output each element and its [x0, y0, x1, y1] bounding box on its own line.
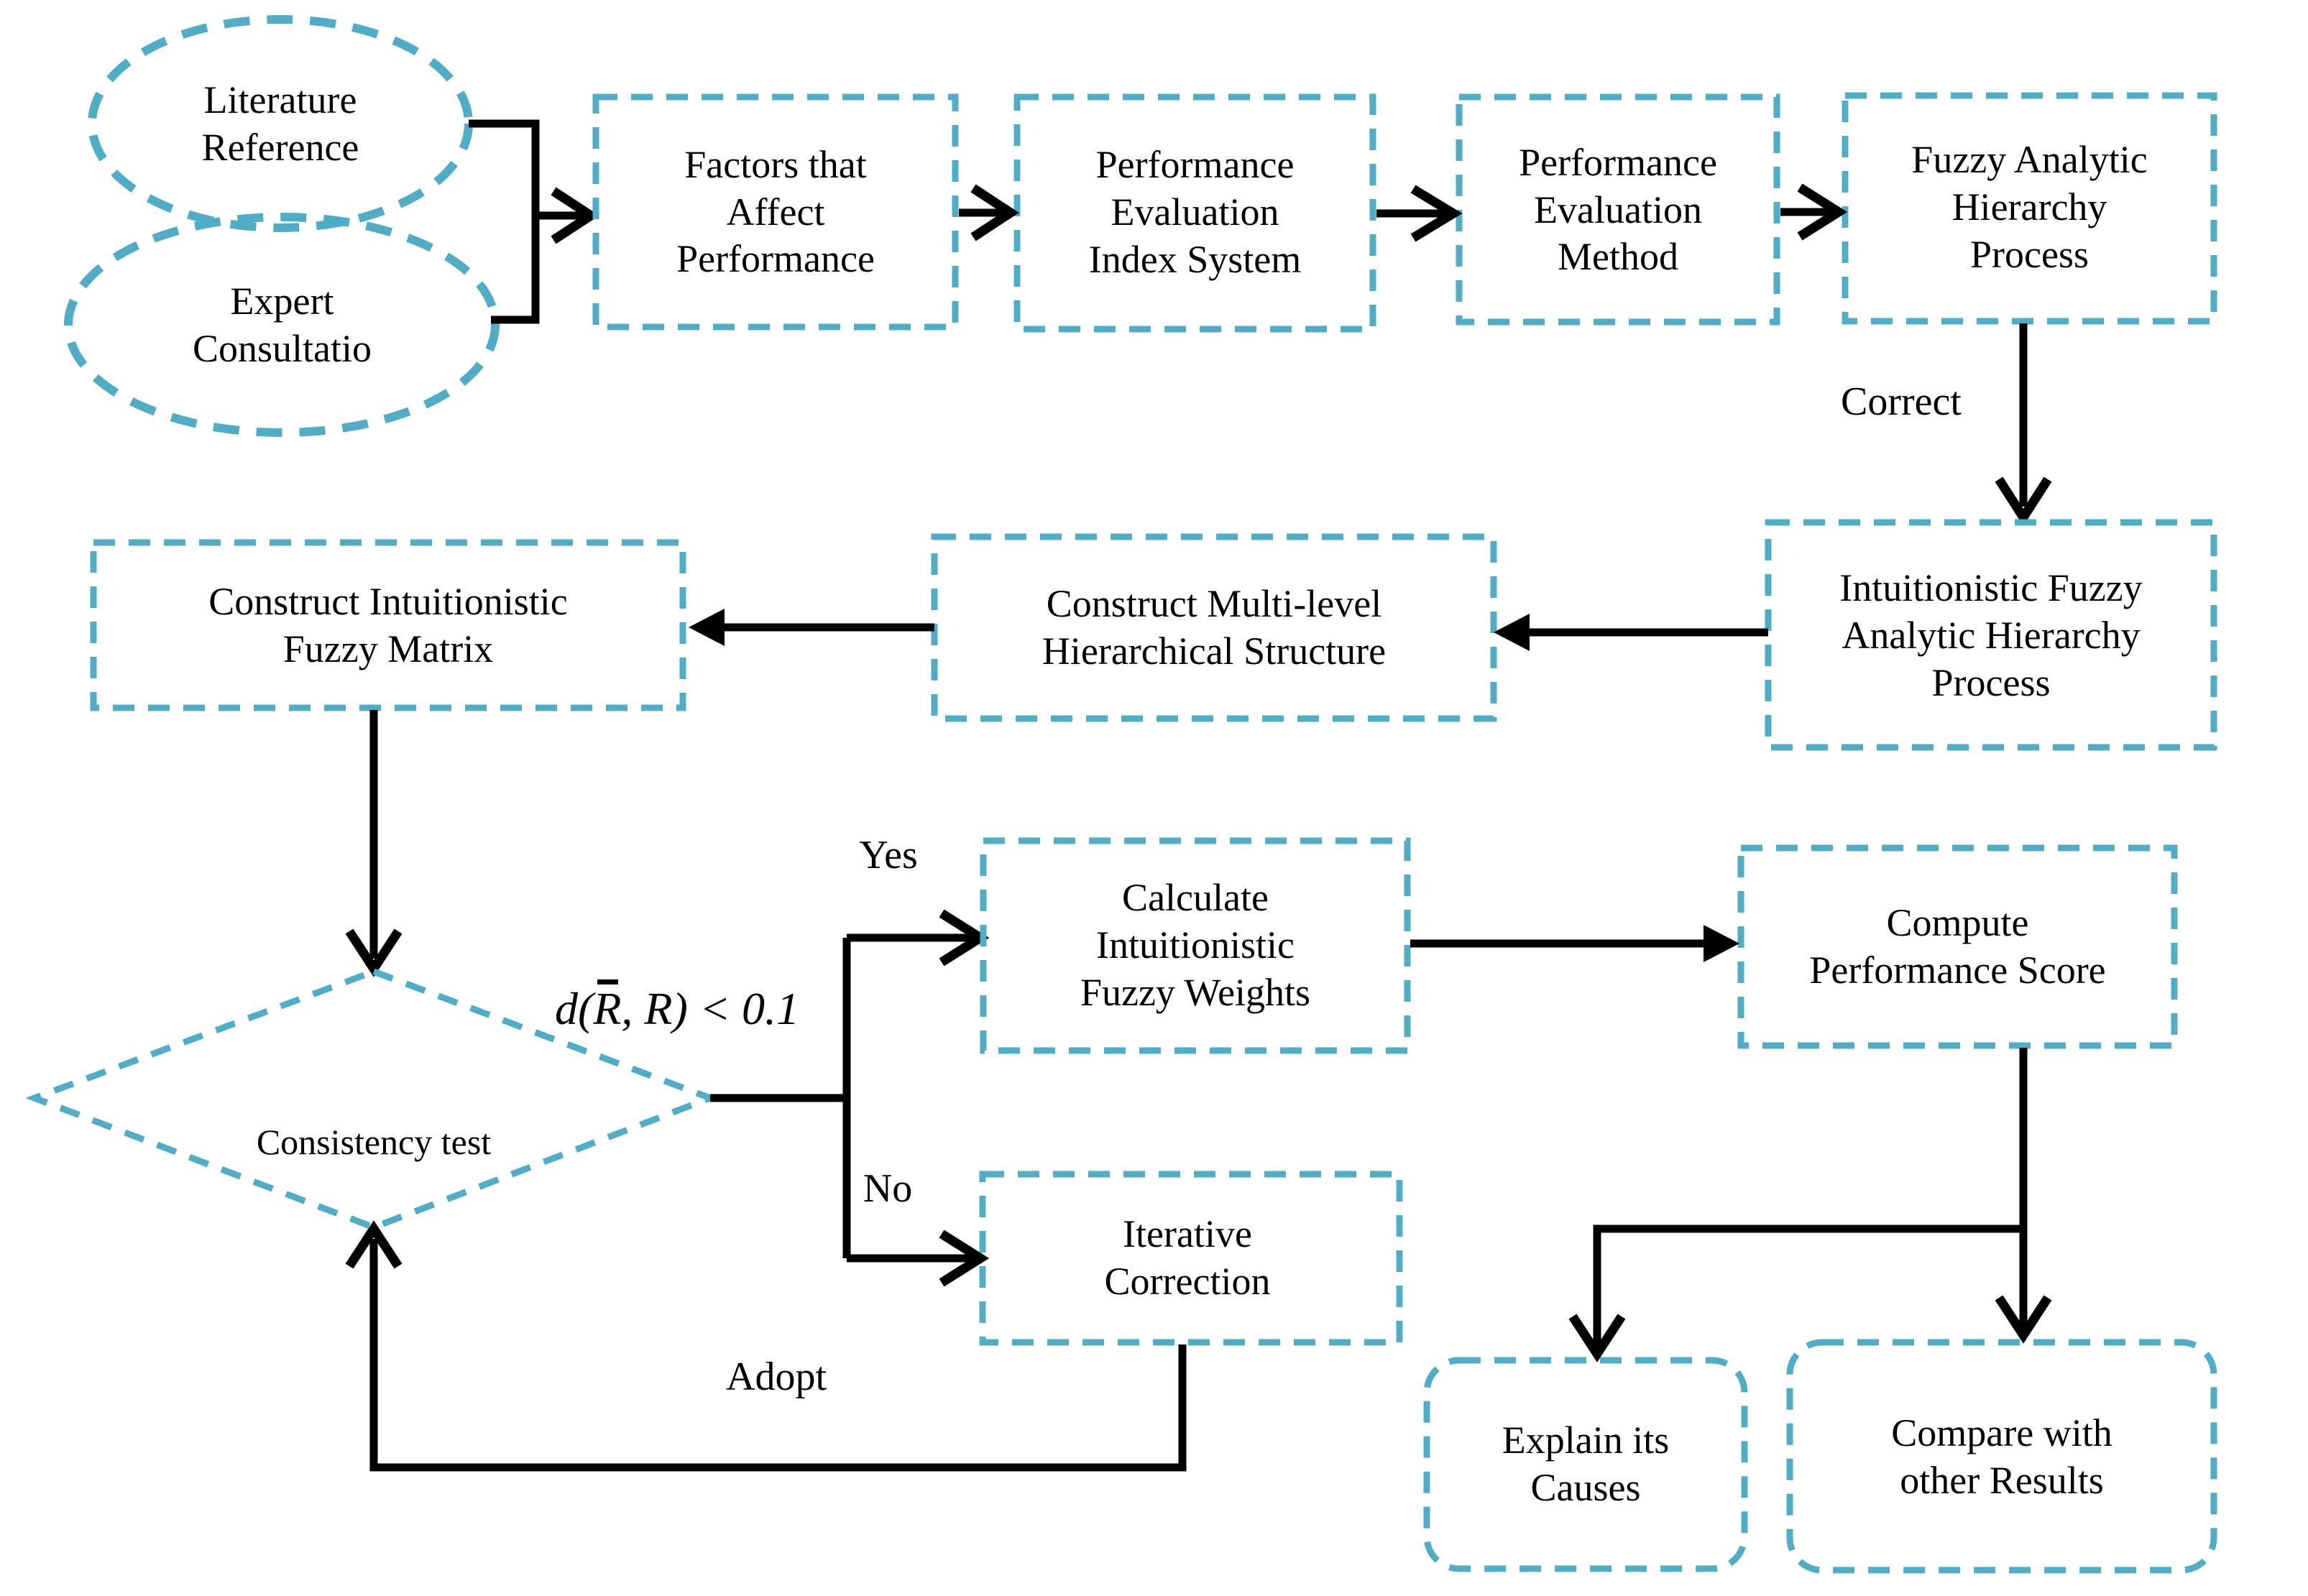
adopt-edge-label: Adopt — [726, 1354, 827, 1399]
literature-label: Literature Reference — [201, 78, 359, 169]
yes-edge-label: Yes — [859, 832, 918, 877]
no-edge-label: No — [863, 1166, 913, 1211]
sources-arrowhead-icon — [551, 187, 599, 244]
score-split-connector — [1593, 1048, 2028, 1348]
arrow-to-explain-head-icon — [1568, 1314, 1626, 1362]
arrow-multilevel-to-matrix-head-icon — [689, 609, 725, 646]
compare-results-label: Compare with other Results — [1891, 1411, 2112, 1502]
intuitionistic-matrix-label: Construct Intuitionistic Fuzzy Matrix — [208, 580, 568, 670]
compare-results-box — [1786, 1339, 2217, 1574]
consistency-condition-formula: d(R, R) < 0.1 — [555, 976, 857, 1042]
explain-causes-label: Explain its Causes — [1502, 1418, 1670, 1509]
arrow-method-to-fahp-head-icon — [1797, 183, 1848, 241]
adopt-return-connector — [369, 1239, 1187, 1472]
arrow-no-head-icon — [939, 1230, 990, 1287]
arrow-index-to-method-head-icon — [1410, 185, 1463, 242]
correct-edge-label: Correct — [1841, 379, 1962, 425]
fuzzy-weights-box — [980, 837, 1411, 1054]
arrow-factors-to-index-head-icon — [970, 184, 1019, 241]
fuzzy-ahp-label: Fuzzy Analytic Hierarchy Process — [1911, 138, 2148, 276]
arrow-to-compare-head-icon — [1995, 1295, 2052, 1344]
factors-box — [592, 93, 959, 331]
decision-junction-connector — [710, 938, 851, 1258]
expert-label: Expert Consultatio — [192, 279, 372, 370]
evaluation-method-label: Performance Evaluation Method — [1519, 140, 1717, 279]
explain-causes-box — [1423, 1357, 1748, 1572]
evaluation-method-box — [1456, 93, 1780, 326]
iterative-correction-label: Iterative Correction — [1104, 1212, 1271, 1303]
arrow-matrix-to-consistency-head-icon — [345, 928, 403, 977]
sources-brace-connector — [469, 119, 540, 324]
fuzzy-ahp-box — [1842, 92, 2217, 325]
performance-score-label: Compute Performance Score — [1809, 900, 2106, 992]
formula-suffix: , R) < 0.1 — [621, 982, 799, 1034]
multilevel-structure-label: Construct Multi-level Hierarchical Struc… — [1042, 582, 1387, 673]
arrow-ifahp-to-multilevel-head-icon — [1494, 614, 1530, 651]
arrow-weights-to-score-head-icon — [1704, 925, 1739, 962]
performance-score-box — [1737, 844, 2178, 1049]
formula-prefix: d( — [555, 982, 594, 1034]
arrow-correct-head-icon — [1995, 476, 2052, 527]
expert-ellipse — [64, 213, 500, 437]
intuitionistic-matrix-box — [90, 539, 686, 711]
factors-label: Factors that Affect Performance — [676, 142, 875, 281]
index-system-label: Performance Evaluation Index System — [1088, 143, 1302, 281]
fuzzy-weights-label: Calculate Intuitionistic Fuzzy Weights — [1080, 876, 1311, 1014]
intuitionistic-ahp-label: Intuitionistic Fuzzy Analytic Hierarchy … — [1839, 566, 2143, 704]
formula-r-bar: R — [593, 979, 621, 1037]
arrow-return-to-consistency-head-icon — [345, 1220, 403, 1269]
iterative-correction-box — [979, 1171, 1403, 1346]
intuitionistic-ahp-box — [1765, 519, 2217, 751]
consistency-test-label: Consistency test — [256, 1122, 492, 1162]
